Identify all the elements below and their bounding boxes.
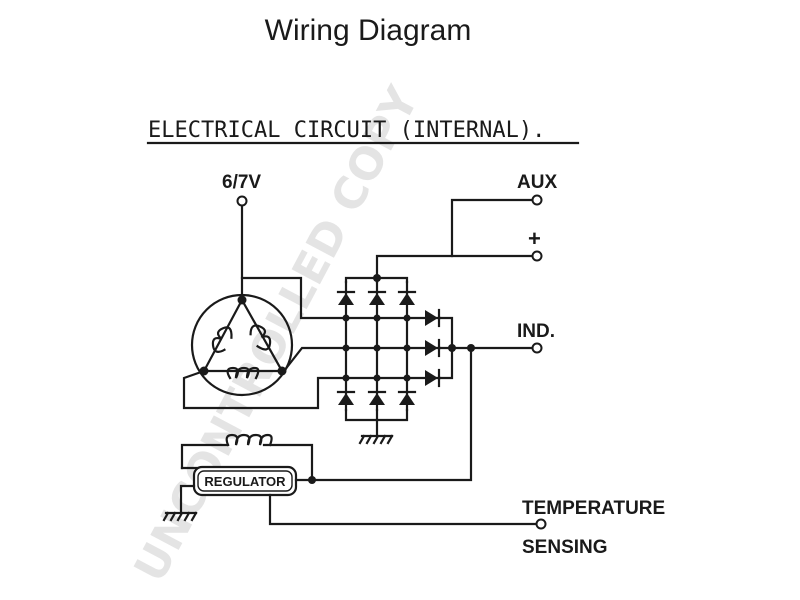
diode-icon <box>399 293 415 305</box>
terminal-label-ind: IND. <box>517 321 555 342</box>
regulator-label: REGULATOR <box>204 474 286 489</box>
diode-icon <box>425 310 438 326</box>
diode-icon <box>338 393 354 405</box>
diode-icon <box>369 293 385 305</box>
regulator-ground-icon <box>162 484 198 522</box>
terminal-plus <box>531 250 543 262</box>
page-title: Wiring Diagram <box>265 14 472 47</box>
coil-bottom-icon <box>226 366 260 380</box>
diode-icon <box>399 393 415 405</box>
terminal-67v <box>236 195 248 207</box>
diode-icon <box>369 393 385 405</box>
coil-left-icon <box>211 326 233 353</box>
circuit-subtitle: ELECTRICAL CIRCUIT (INTERNAL). <box>148 118 545 143</box>
terminal-ind <box>531 342 543 354</box>
terminal-temperature-sensing <box>535 518 547 530</box>
field-coil <box>180 433 314 482</box>
diode-trio <box>425 308 537 388</box>
terminal-aux <box>531 194 543 206</box>
bridge-ground-icon <box>358 418 394 445</box>
diode-icon <box>425 370 438 386</box>
bridge-rectifier <box>336 274 417 422</box>
diode-icon <box>338 293 354 305</box>
diode-icon <box>425 340 438 356</box>
terminal-label-temperature: TEMPERATURE <box>522 498 665 519</box>
terminal-label-plus: + <box>528 226 541 251</box>
stator-winding <box>190 293 294 397</box>
terminal-label-67v: 6/7V <box>222 172 261 193</box>
coil-right-icon <box>249 324 272 351</box>
terminal-label-aux: AUX <box>517 172 557 193</box>
terminal-label-sensing: SENSING <box>522 537 608 558</box>
